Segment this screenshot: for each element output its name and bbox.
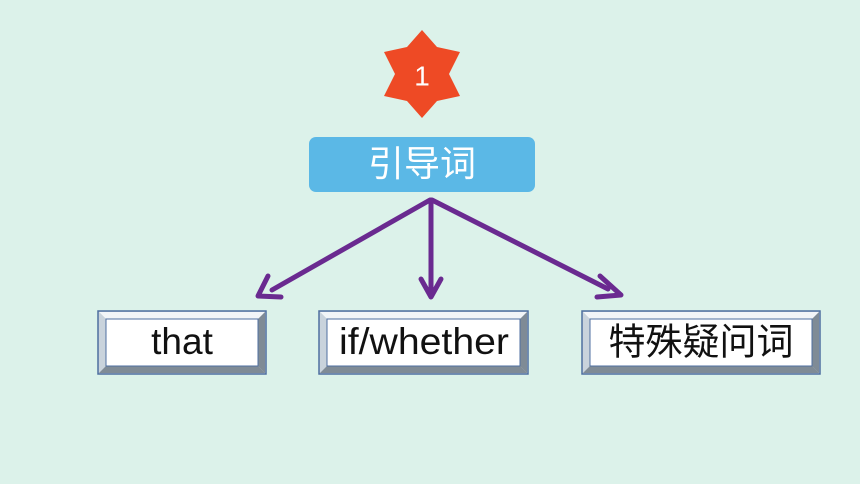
child-box-wh-words: 特殊疑问词 bbox=[581, 310, 821, 375]
number-badge: 1 bbox=[384, 30, 460, 118]
root-node: 引导词 bbox=[309, 137, 535, 192]
connector-arrows bbox=[255, 197, 624, 300]
child-box-that: that bbox=[97, 310, 267, 375]
star-badge-icon bbox=[384, 30, 460, 118]
arrow-to-wh-words bbox=[429, 197, 624, 300]
child-label-that: that bbox=[151, 321, 213, 362]
child-label-wh-words: 特殊疑问词 bbox=[609, 321, 794, 364]
badge-number: 1 bbox=[414, 60, 430, 91]
root-node-box bbox=[309, 137, 535, 192]
child-box-if-whether: if/whether bbox=[318, 310, 529, 375]
child-label-if-whether: if/whether bbox=[339, 321, 509, 362]
root-node-label: 引导词 bbox=[368, 144, 476, 185]
arrow-to-if-whether bbox=[418, 197, 444, 300]
arrow-to-that bbox=[255, 197, 433, 300]
